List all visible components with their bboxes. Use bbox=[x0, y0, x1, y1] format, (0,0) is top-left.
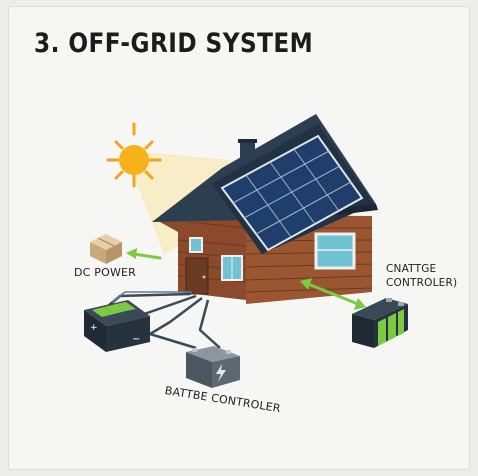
battery-bank-icon: + − bbox=[84, 300, 150, 352]
solar-panel-icon bbox=[220, 134, 364, 252]
charge-controller-arrow bbox=[300, 278, 366, 310]
charge-controller-label: CNATTGE CONTROLER) bbox=[386, 263, 458, 289]
svg-text:+: + bbox=[90, 323, 98, 333]
dc-power-box-icon bbox=[90, 234, 122, 264]
svg-text:−: − bbox=[132, 334, 140, 345]
sun-icon bbox=[106, 122, 162, 188]
dc-power-arrow bbox=[126, 248, 162, 260]
battery-controller-icon bbox=[186, 346, 240, 388]
wiring-accent bbox=[111, 291, 192, 303]
dc-power-label: DC POWER bbox=[74, 266, 137, 279]
charge-controller-icon bbox=[352, 298, 408, 348]
page-title: 3. OFF-GRID SYSTEM bbox=[34, 28, 314, 59]
